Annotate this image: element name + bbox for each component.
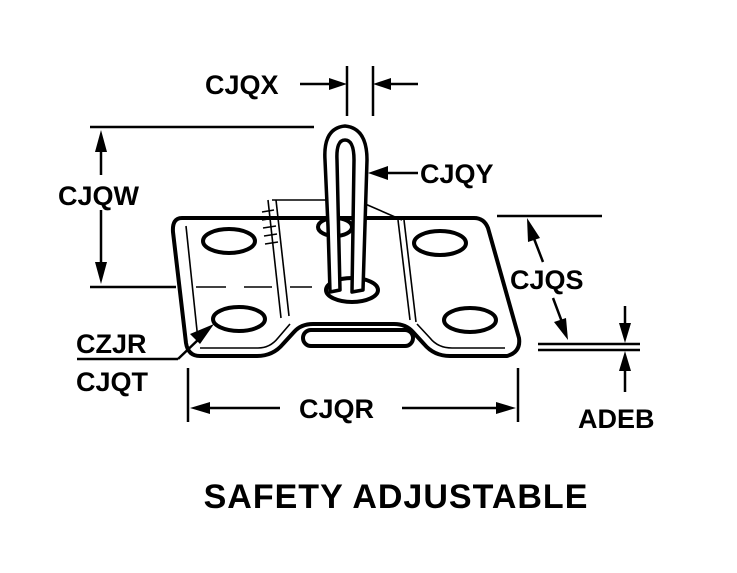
hole-top-right bbox=[412, 229, 468, 257]
label-cjqr: CJQR bbox=[299, 394, 374, 424]
label-adeb: ADEB bbox=[578, 404, 655, 434]
dim-adeb: ADEB bbox=[578, 306, 655, 434]
caption: SAFETY ADJUSTABLE bbox=[204, 478, 589, 516]
dim-cjqx: CJQX bbox=[205, 66, 418, 116]
hole-top-left bbox=[201, 227, 257, 255]
label-czjr: CZJR bbox=[76, 329, 147, 359]
leader-czjr-cjqt: CZJR CJQT bbox=[76, 324, 214, 397]
dim-cjqs: CJQS bbox=[497, 214, 640, 352]
hole-bottom-left bbox=[211, 305, 267, 333]
label-cjqt: CJQT bbox=[76, 367, 149, 397]
dim-cjqr: CJQR bbox=[186, 368, 520, 424]
label-cjqw: CJQW bbox=[58, 181, 140, 211]
label-cjqx: CJQX bbox=[205, 70, 279, 100]
slot bbox=[301, 328, 415, 348]
dim-cjqy: CJQY bbox=[368, 159, 494, 189]
hole-bottom-right bbox=[442, 306, 498, 334]
dim-cjqw: CJQW bbox=[58, 125, 314, 289]
mounting-holes bbox=[201, 216, 498, 348]
label-cjqy: CJQY bbox=[420, 159, 494, 189]
staple-loop bbox=[323, 124, 369, 294]
label-cjqs: CJQS bbox=[510, 265, 584, 295]
